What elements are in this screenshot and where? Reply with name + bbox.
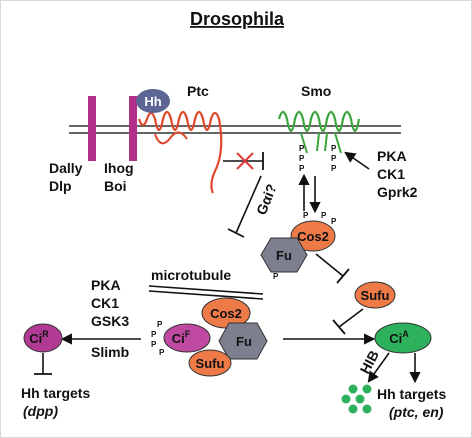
complex-sufu-node <box>188 349 232 377</box>
kinase-right-ck1: CK1 <box>377 166 405 182</box>
dlp-label: Dlp <box>49 178 72 194</box>
ihog-boi-bar <box>129 96 137 161</box>
ptc-label: Ptc <box>187 83 209 99</box>
sufu-node <box>354 281 396 309</box>
cos2-node <box>290 220 336 252</box>
svg-text:P: P <box>299 164 305 173</box>
svg-text:P: P <box>157 320 163 329</box>
targets-left-line2: (dpp) <box>23 403 58 419</box>
complex-cos2-label: Cos2 <box>210 306 242 321</box>
cia-hib-arrow <box>367 352 390 383</box>
dally-dlp-bar <box>88 96 96 161</box>
svg-text:P: P <box>331 144 337 153</box>
complex-phospho-group: P P P P <box>151 320 165 357</box>
blocked-x-icon <box>236 152 254 170</box>
cia-label: CiA <box>389 329 409 346</box>
boi-label: Boi <box>104 178 127 194</box>
hib-label: HIB <box>357 348 382 377</box>
cos2-phospho-group: P P P <box>303 211 337 226</box>
svg-text:P: P <box>331 154 337 163</box>
smo-receptor <box>277 110 361 133</box>
sufu-cia-inhibit <box>338 308 364 328</box>
hh-ligand <box>136 89 170 113</box>
svg-text:P: P <box>299 144 305 153</box>
svg-text:P: P <box>303 211 309 220</box>
cir-label: CiR <box>29 329 49 346</box>
cia-node <box>374 322 432 354</box>
kinase-right-gprk2: Gprk2 <box>377 184 418 200</box>
targets-right-line1: Hh targets <box>377 386 446 402</box>
svg-text:P: P <box>159 348 165 357</box>
svg-text:P: P <box>331 164 337 173</box>
fu-phospho: P <box>273 272 279 281</box>
svg-text:P: P <box>151 340 157 349</box>
hh-label: Hh <box>144 94 161 109</box>
microtubule-line <box>148 285 264 300</box>
fu-node <box>260 237 308 273</box>
svg-text:P: P <box>331 217 337 226</box>
kinase-left-pka: PKA <box>91 277 121 293</box>
cos2-label: Cos2 <box>297 229 329 244</box>
complex-fu-node <box>218 322 268 360</box>
smo-tail <box>300 132 342 154</box>
ptc-receptor <box>137 110 223 194</box>
cos2-sufu-inhibit <box>315 253 344 277</box>
fu-label: Fu <box>276 248 292 263</box>
kinase-left-gsk3: GSK3 <box>91 313 129 329</box>
sufu-cia-bar <box>332 319 346 335</box>
gai-inhibit-bar <box>227 228 245 238</box>
sufu-label: Sufu <box>361 288 390 303</box>
cos2-sufu-bar <box>336 268 350 284</box>
diagram-title: Drosophila <box>190 9 285 29</box>
smo-phospho-group: P P P P P P <box>299 144 337 173</box>
kinase-right-pka: PKA <box>377 148 407 164</box>
slimb-label: Slimb <box>91 344 129 360</box>
targets-right-line2: (ptc, en) <box>389 404 444 420</box>
ci-complex: Cos2 Fu CiF Sufu P P P P <box>151 297 268 377</box>
kinase-to-smo-arrow <box>344 151 370 170</box>
microtubule-label: microtubule <box>151 267 231 283</box>
gai-inhibit-line <box>235 175 262 234</box>
svg-text:P: P <box>321 211 327 220</box>
complex-fu-label: Fu <box>236 334 252 349</box>
smo-label: Smo <box>301 83 331 99</box>
svg-text:P: P <box>151 330 157 339</box>
complex-ci-f-node <box>163 323 211 353</box>
complex-ci-f-label: CiF <box>172 329 191 346</box>
complex-sufu-label: Sufu <box>196 356 225 371</box>
targets-left-line1: Hh targets <box>21 385 90 401</box>
cir-node <box>23 323 63 353</box>
cell-membrane <box>69 125 401 134</box>
kinase-left-ck1: CK1 <box>91 295 119 311</box>
ihog-label: Ihog <box>104 160 134 176</box>
ptc-loop <box>154 131 188 145</box>
dally-label: Dally <box>49 160 83 176</box>
degradation-dots <box>341 384 372 414</box>
svg-text:P: P <box>299 154 305 163</box>
